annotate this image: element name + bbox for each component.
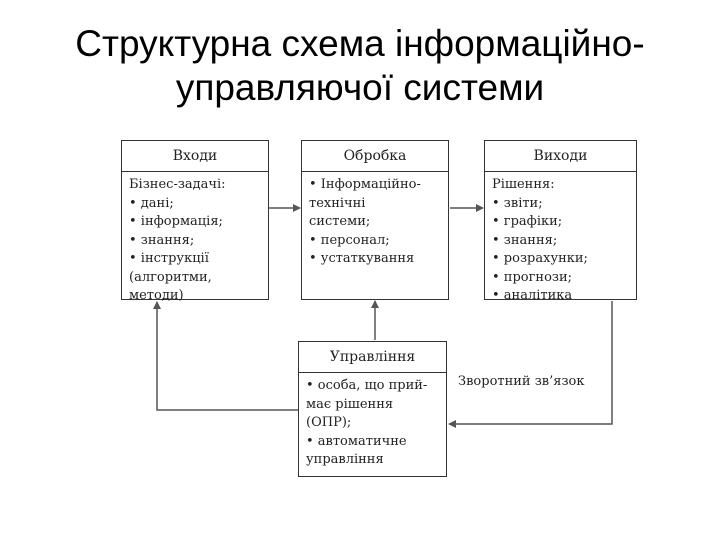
processing-header: Обробка <box>302 141 448 172</box>
arrow-control-to-inputs <box>153 301 298 411</box>
processing-box: Обробка • Інформаційно- технічні системи… <box>301 140 449 300</box>
slide-title: Структурна схема інформаційно- управляюч… <box>0 22 720 110</box>
outputs-header: Виходи <box>485 141 636 172</box>
control-line: (ОПР); <box>306 415 352 430</box>
inputs-header: Входи <box>122 141 268 172</box>
inputs-line: • інструкції <box>129 251 209 266</box>
outputs-line: • звіти; <box>492 195 543 211</box>
title-line-2: управляючої системи <box>175 67 545 108</box>
arrow-feedback <box>448 301 613 428</box>
inputs-box: Входи Бізнес-задачі: • дані; • інформаці… <box>121 140 269 303</box>
control-line: управління <box>306 452 384 467</box>
outputs-line: • знання; <box>492 232 558 248</box>
outputs-line: • розрахунки; <box>492 251 588 266</box>
outputs-line: Рішення: <box>492 177 555 192</box>
inputs-line: • знання; <box>129 232 195 248</box>
processing-line: • устаткування <box>309 251 415 266</box>
processing-line: • Інформаційно- <box>309 177 421 192</box>
inputs-line: (алгоритми, <box>129 269 212 285</box>
processing-line: • персонал; <box>309 232 390 248</box>
title-line-1: Структурна схема інформаційно- <box>75 23 645 64</box>
control-line: • особа, що прий- <box>306 378 428 393</box>
control-header: Управління <box>299 342 446 373</box>
inputs-line: • дані; <box>129 195 174 211</box>
inputs-line: методи) <box>129 288 184 303</box>
control-line: • автоматичне <box>306 433 407 449</box>
inputs-line: Бізнес-задачі: <box>129 177 226 192</box>
outputs-box: Виходи Рішення: • звіти; • графіки; • зн… <box>484 140 637 303</box>
outputs-line: • прогнози; <box>492 269 573 285</box>
inputs-line: • інформація; <box>129 214 223 229</box>
control-line: має рішення <box>306 396 394 412</box>
outputs-line: • графіки; <box>492 214 563 229</box>
feedback-label: Зворотний зв’язок <box>458 374 585 389</box>
processing-line: системи; <box>309 214 371 229</box>
processing-line: технічні <box>309 195 366 211</box>
outputs-line: • аналітика <box>492 288 573 303</box>
control-box: Управління • особа, що прий- має рішення… <box>298 341 447 477</box>
